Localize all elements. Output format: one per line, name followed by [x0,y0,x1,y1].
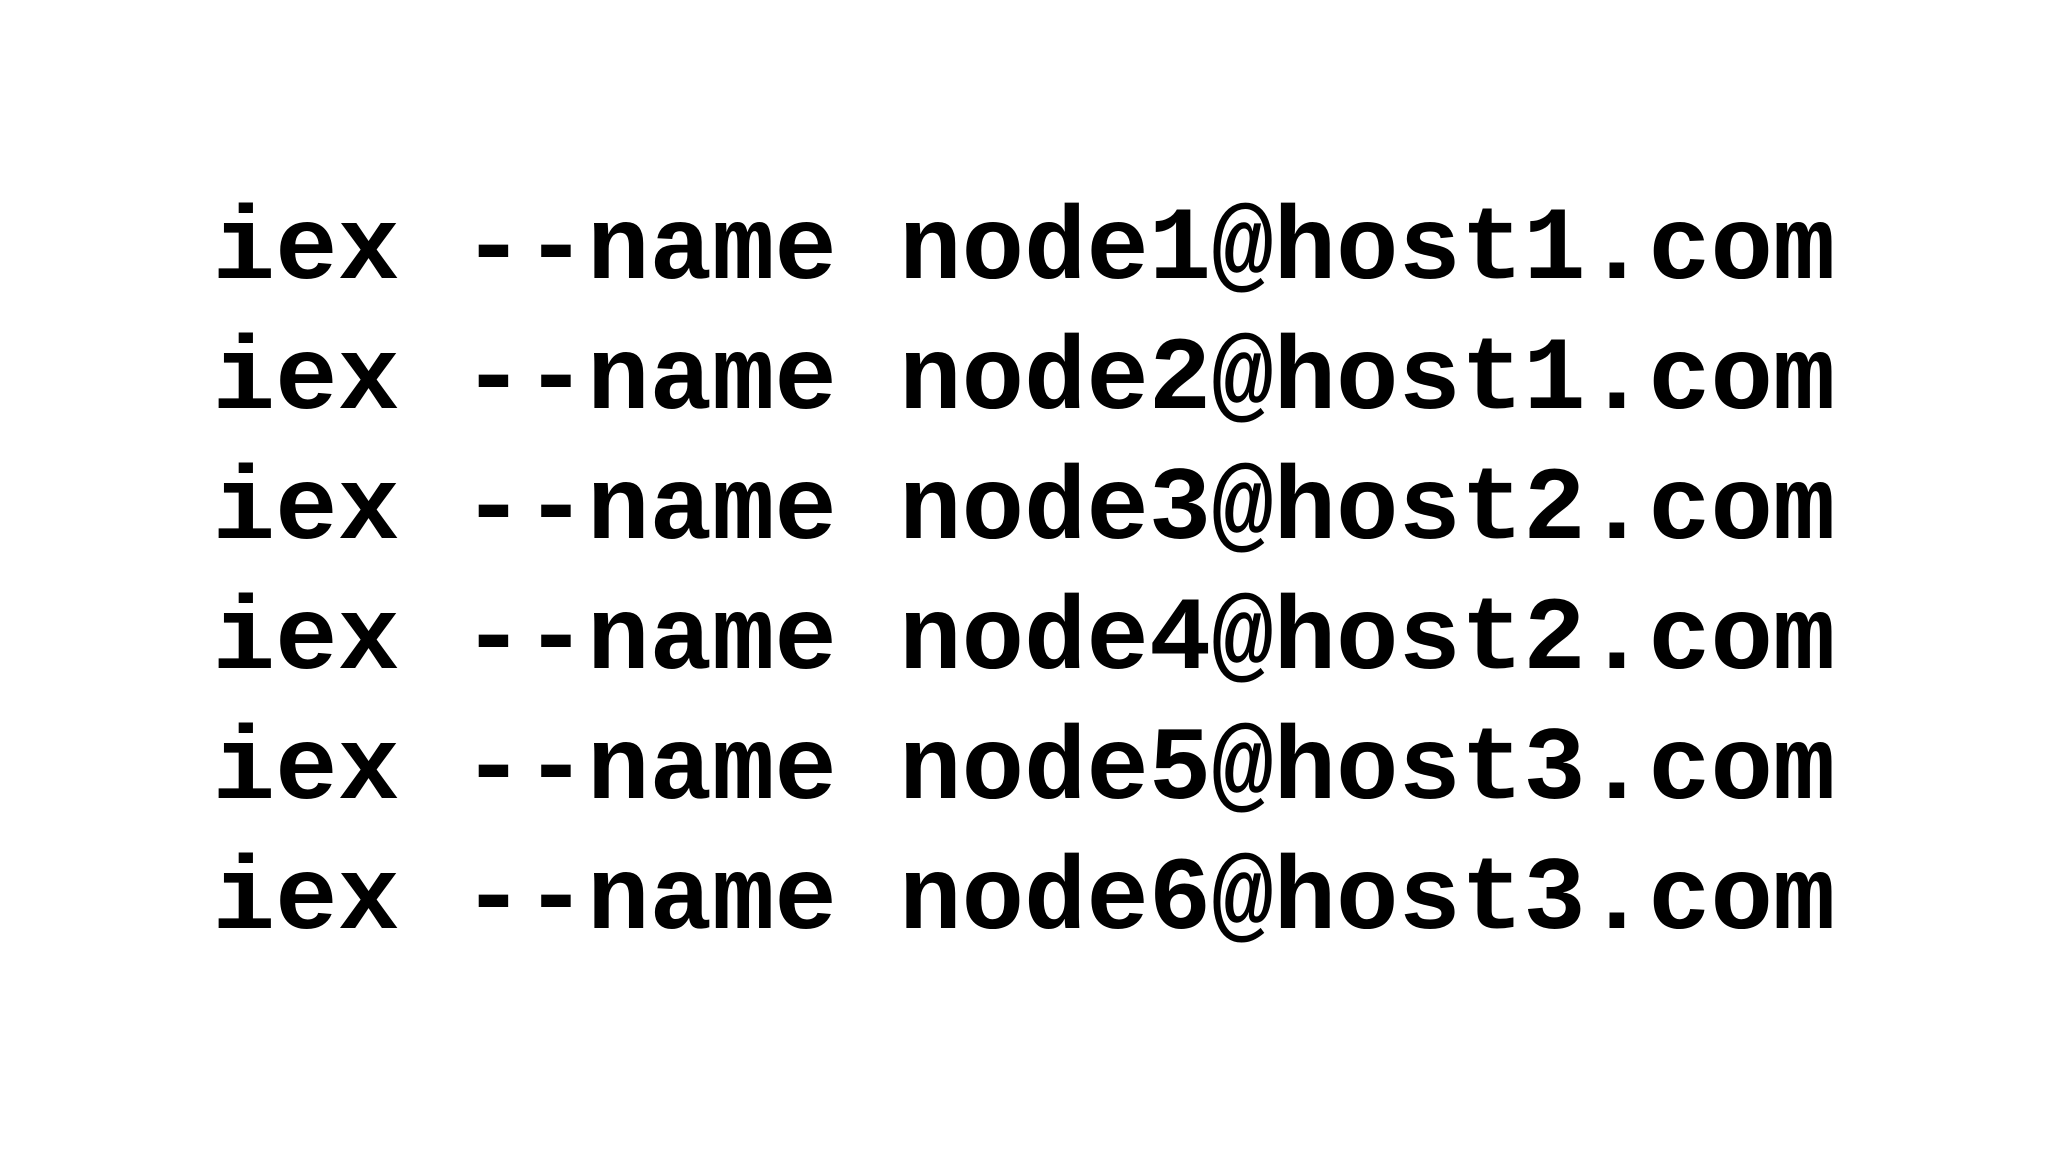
command-line-3: iex --name node3@host2.com [212,452,1836,570]
command-line-4: iex --name node4@host2.com [212,582,1836,700]
command-line-2: iex --name node2@host1.com [212,322,1836,440]
command-line-6: iex --name node6@host3.com [212,842,1836,960]
command-line-5: iex --name node5@host3.com [212,712,1836,830]
command-list: iex --name node1@host1.com iex --name no… [213,186,1836,966]
command-line-1: iex --name node1@host1.com [212,192,1836,310]
